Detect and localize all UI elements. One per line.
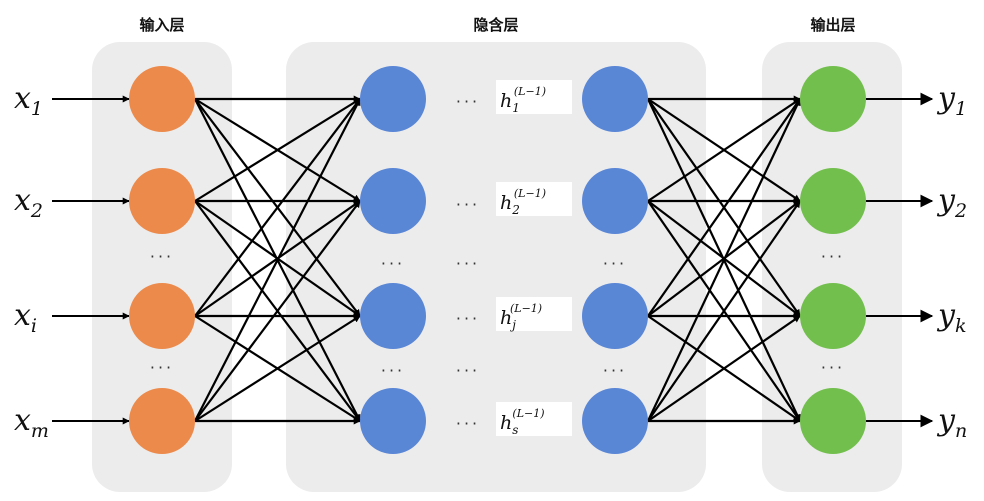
hidden-neuron-label: hj(L−1) [500,302,542,332]
input-layer-panel [92,42,232,492]
ellipsis-dots: ··· [456,414,480,433]
ellipsis-dots: ··· [603,361,627,380]
input-neuron [129,388,195,454]
output-label: y2 [936,183,967,222]
output-label: yk [936,298,966,337]
hidden-neuron-label: h2(L−1) [500,187,546,217]
output-layer-panel [762,42,902,492]
input-label: x2 [14,183,43,222]
io-arrows [52,92,934,428]
edge-input-3-hidden-0 [194,98,361,422]
hidden-neuron-last [582,283,648,349]
hidden-label-bg [496,182,572,216]
edge-hidden-3-output-1 [647,200,801,422]
output-neuron [800,283,866,349]
ellipsis-dots: ··· [381,254,405,273]
ellipsis-dots: ··· [603,254,627,273]
output-neuron [800,168,866,234]
ellipsis-dots: ··· [456,361,480,380]
hidden-label-bg [496,402,572,436]
ellipsis-dots: ··· [456,195,480,214]
hidden-neuron-label: h1(L−1) [500,85,546,115]
node-labels: x1 x2 xi xm y1 y2 yk yn h1(L−1) h2(L−1) hj(L−1) hs(… [14,80,967,442]
edge-hidden-3-output-2 [647,315,801,422]
neuron-nodes [129,66,866,454]
ellipsis-dots: ··· [150,247,174,266]
ellipsis-marks: ··· ··· ··· ··· ··· ··· ··· ··· ··· ··· ··· ··· ··· ·… [150,92,845,433]
input-neuron [129,66,195,132]
input-layer-title: 输入层 [139,16,184,34]
output-label: y1 [936,81,967,120]
edge-input-1-hidden-0 [194,98,361,202]
input-label: x1 [14,81,43,120]
ellipsis-dots: ··· [821,247,845,266]
output-neuron [800,388,866,454]
ellipsis-dots: ··· [456,309,480,328]
hidden-neuron [360,66,426,132]
edge-input-3-hidden-2 [194,315,361,422]
input-neuron [129,283,195,349]
input-neuron [129,168,195,234]
ellipsis-dots: ··· [456,254,480,273]
hidden-neuron-label: hs(L−1) [500,407,545,437]
hidden-layer-panel [286,42,706,492]
ellipsis-dots: ··· [821,358,845,377]
edge-hidden-2-output-0 [647,98,801,317]
hidden-neuron [360,283,426,349]
hidden-label-bg [496,80,572,114]
hidden-neuron-last [582,388,648,454]
edge-input-3-hidden-1 [194,200,361,422]
hidden-neuron [360,388,426,454]
ellipsis-dots: ··· [150,358,174,377]
input-label: xm [14,403,49,442]
ellipsis-dots: ··· [381,361,405,380]
output-layer-title: 输出层 [810,16,855,34]
output-neuron [800,66,866,132]
hidden-label-bg [496,297,572,331]
connection-edges [194,95,801,425]
edge-hidden-3-output-0 [647,98,801,422]
hidden-neuron-last [582,168,648,234]
input-label: xi [14,298,37,337]
hidden-neuron-last [582,66,648,132]
hidden-neuron [360,168,426,234]
edge-hidden-1-output-0 [647,98,801,202]
output-label: yn [936,403,967,442]
edge-input-2-hidden-0 [194,98,361,317]
hidden-layer-title: 隐含层 [473,16,518,34]
ellipsis-dots: ··· [456,92,480,111]
